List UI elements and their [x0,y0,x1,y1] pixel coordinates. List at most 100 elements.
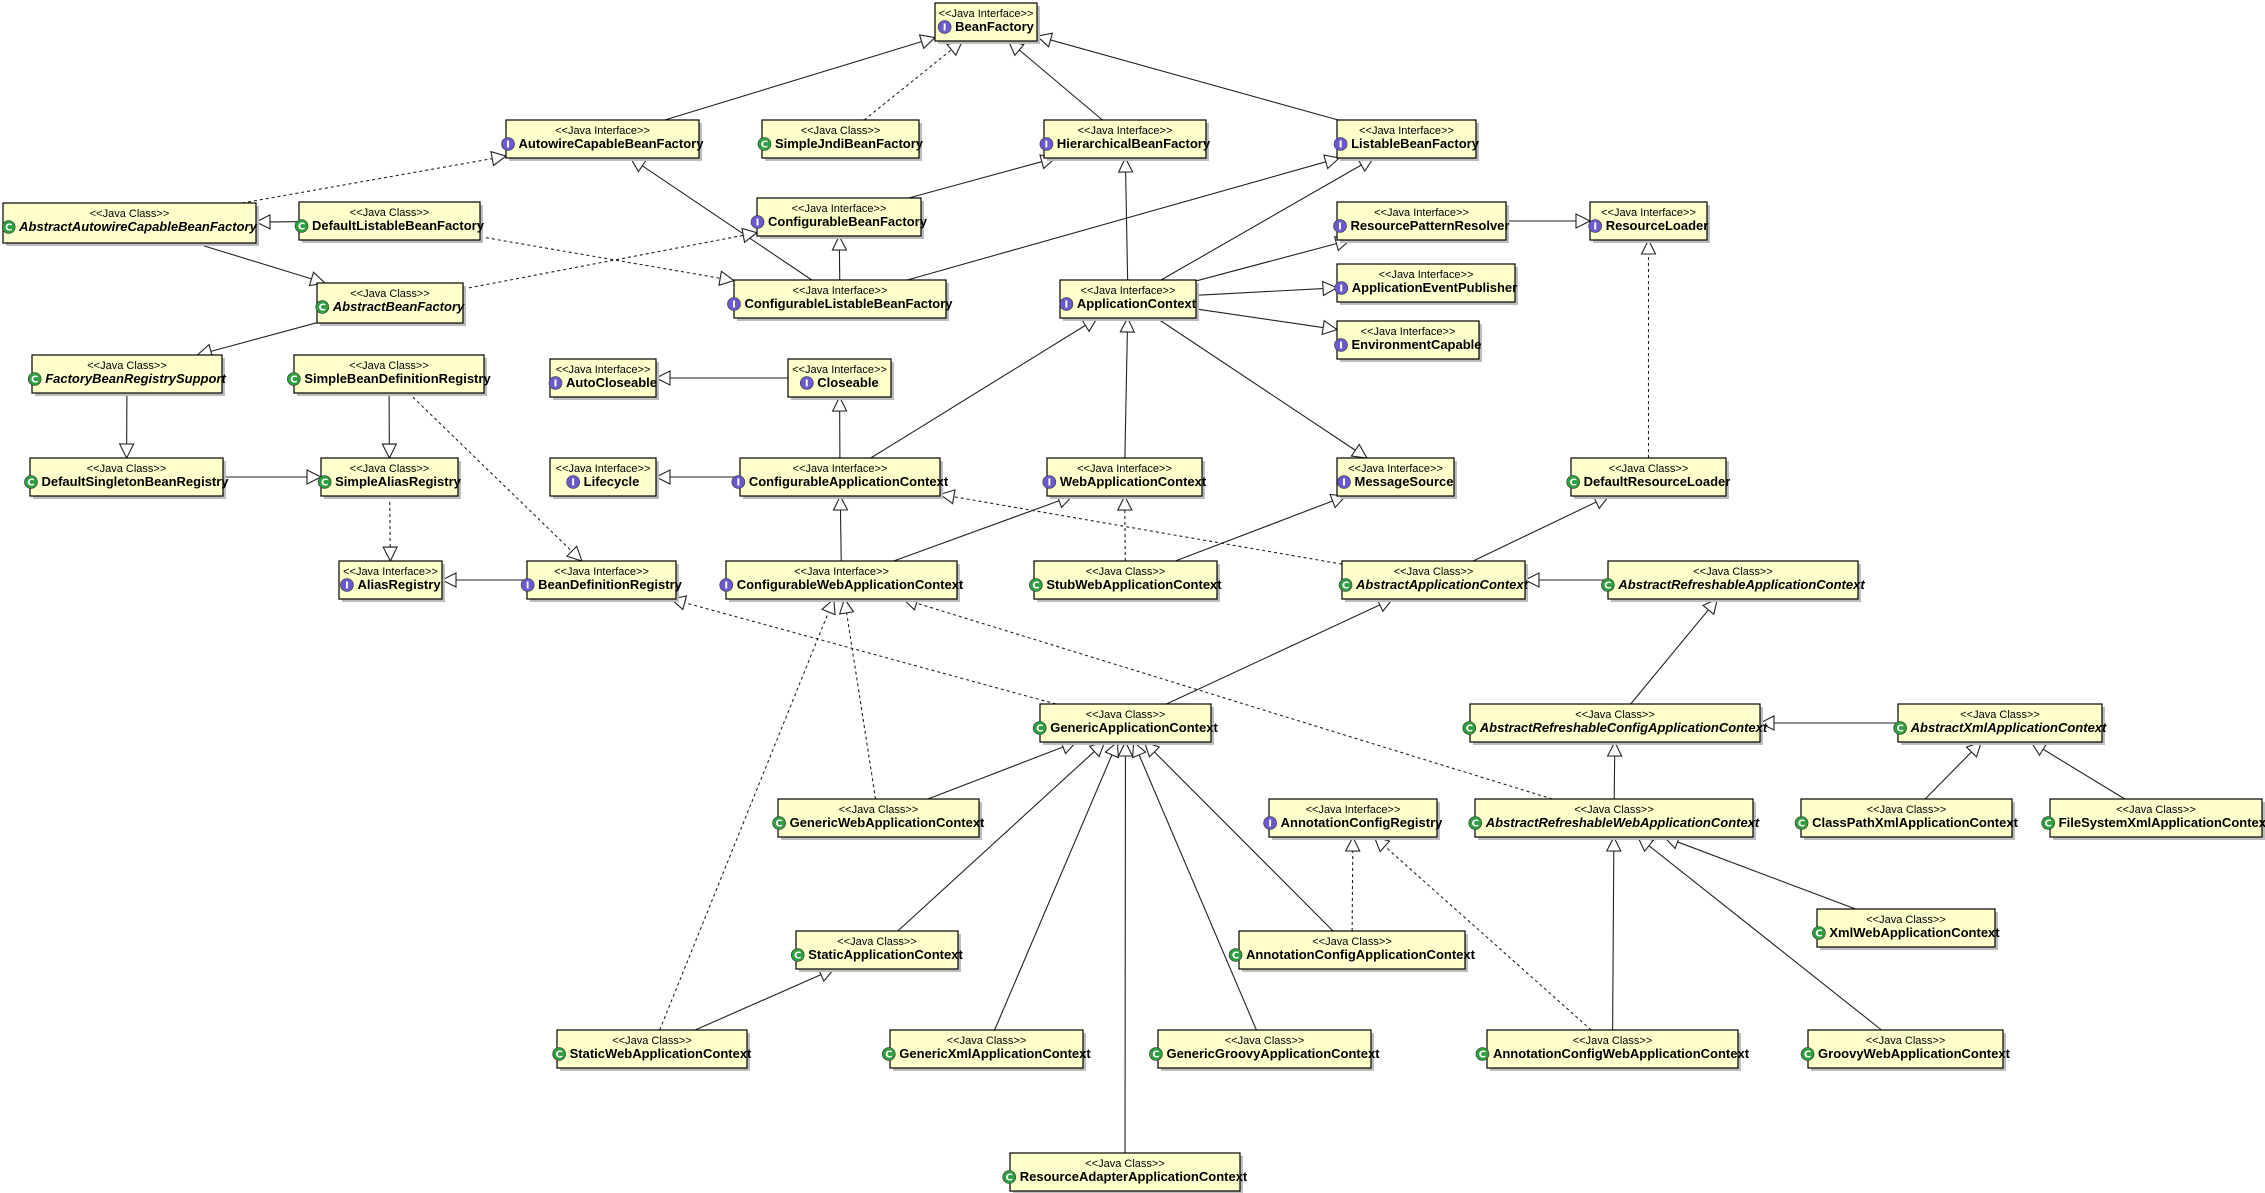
edge-closeable-to-auto-closeable [654,370,788,386]
class-c-icon: C [1800,1047,1815,1061]
edge-application-context-to-hierarchical-bean-factory [1117,156,1134,281]
edge-abstract-refreshable-config-application-context-to-abstract-refreshable-application-context [1630,598,1719,705]
svg-text:C: C [1342,581,1349,592]
type-name: ConfigurableWebApplicationContext [737,577,964,592]
generalization-arrowhead-icon [382,546,399,563]
type-name: FileSystemXmlApplicationContext [2059,815,2265,830]
stereotype-label: <<Java Class>> [1867,804,1947,816]
interface-i-icon: I [501,137,515,151]
edge-configurable-web-application-context-to-configurable-application-context [832,494,849,562]
type-name: StaticApplicationContext [808,947,963,962]
svg-text:C: C [1232,951,1239,962]
type-name: ResourcePatternResolver [1351,218,1510,233]
svg-text:I: I [1342,478,1346,489]
edge-default-listable-bean-factory-to-abstract-autowire-capable-bean-factory [254,214,300,230]
class-c-icon: C [1462,721,1477,735]
box-frame [29,457,224,497]
box-frame [1589,201,1708,241]
generalization-arrowhead-icon [254,214,271,230]
type-name: BeanFactory [955,19,1035,34]
svg-text:C: C [761,140,768,151]
stereotype-label: <<Java Interface>> [792,364,887,376]
edge-line [462,234,744,290]
stereotype-label: <<Java Class>> [1693,566,1773,578]
edge-application-context-to-message-source [1156,317,1368,459]
class-c-icon: C [1468,816,1483,830]
edge-application-context-to-resource-pattern-resolver [1195,236,1352,282]
type-name: AnnotationConfigWebApplicationContext [1493,1046,1750,1061]
generalization-arrowhead-icon [1701,598,1719,616]
generalization-arrowhead-icon [1132,740,1147,759]
class-c-icon: C [1228,948,1243,962]
svg-text:I: I [1338,222,1342,233]
edge-application-context-to-application-event-publisher [1195,280,1339,297]
edge-stub-web-application-context-to-message-source [1175,493,1347,562]
edge-abstract-bean-factory-to-configurable-bean-factory [462,227,759,290]
type-name: AbstractApplicationContext [1355,577,1529,592]
interface-i-icon: I [750,215,765,229]
svg-text:C: C [1466,724,1473,735]
svg-text:I: I [1339,284,1343,295]
edge-line [1677,841,1856,910]
edge-configurable-application-context-to-lifecycle [654,469,740,485]
stereotype-label: <<Java Interface>> [1601,207,1696,219]
interface-i-icon: I [731,475,746,489]
edge-line [194,242,312,280]
interface-i-icon: I [719,578,734,592]
class-c-icon: C [1338,578,1353,592]
class-c-icon: C [2041,816,2055,830]
edge-line [846,612,877,800]
edge-line [1472,501,1597,562]
class-c-icon: C [1,220,16,234]
